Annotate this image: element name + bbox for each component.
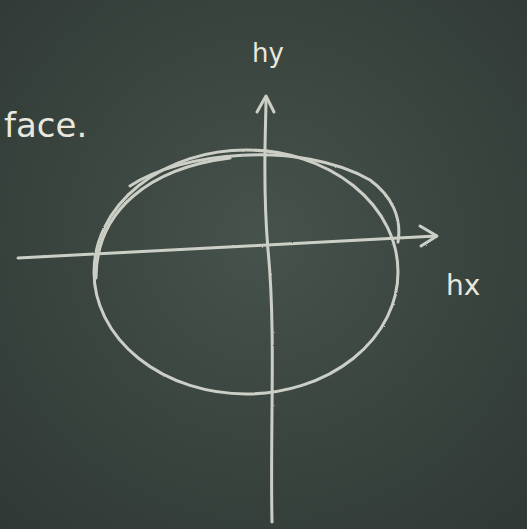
y-axis — [265, 98, 273, 522]
x-axis-arrowhead — [420, 226, 437, 246]
axis-label: hy — [252, 40, 284, 66]
x-axis — [18, 236, 436, 258]
overdrawn-arc — [130, 155, 399, 242]
axis-label: hx — [446, 272, 480, 300]
y-axis-arrowhead — [257, 96, 274, 112]
ellipse-curve — [94, 150, 398, 394]
overdrawn-arc — [96, 158, 230, 278]
board-note: face. — [4, 108, 87, 142]
